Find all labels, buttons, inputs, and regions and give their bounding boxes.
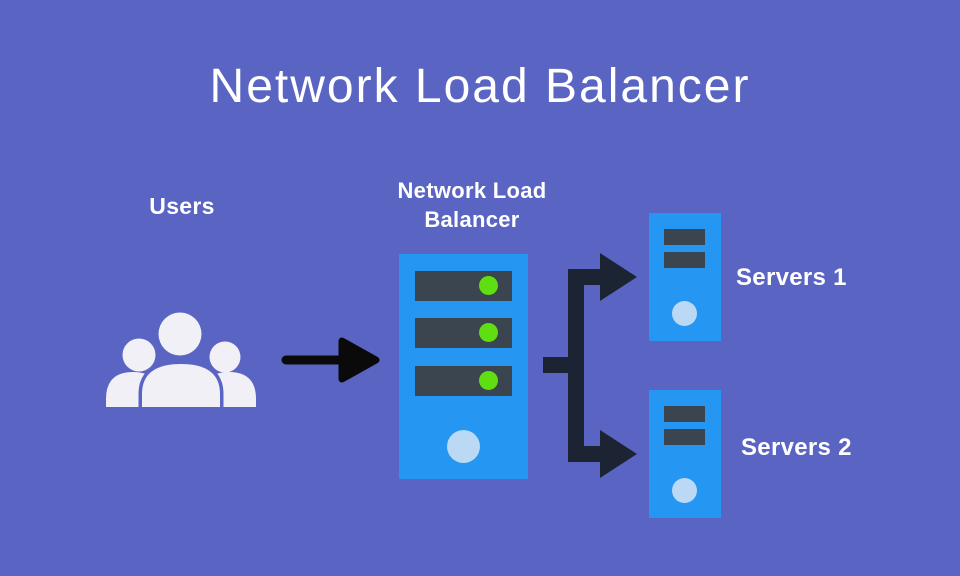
- load-balancer-label-line1: Network Load: [397, 178, 547, 203]
- load-balancer-label: Network Load Balancer: [382, 176, 562, 234]
- status-led-icon: [479, 276, 498, 295]
- load-balancer-label-line2: Balancer: [424, 207, 520, 232]
- server-slot: [664, 429, 705, 445]
- power-button-icon: [672, 478, 697, 503]
- server-slot: [664, 229, 705, 245]
- server-slot: [415, 271, 512, 301]
- page-title: Network Load Balancer: [209, 60, 751, 113]
- flow-arrow-icon: [281, 337, 380, 383]
- users-label: Users: [149, 193, 215, 219]
- server-slot: [415, 318, 512, 348]
- server-1-label: Servers 1: [736, 264, 847, 291]
- status-led-icon: [479, 323, 498, 342]
- server-slot: [415, 366, 512, 396]
- power-button-icon: [672, 301, 697, 326]
- server-2-label: Servers 2: [741, 434, 852, 461]
- server-slot: [664, 252, 705, 268]
- server-2-icon: [649, 390, 721, 518]
- server-1-icon: [649, 213, 721, 341]
- branch-arrow-icon: [543, 253, 637, 478]
- load-balancer-icon: [399, 254, 528, 479]
- power-button-icon: [447, 430, 480, 463]
- server-slot: [664, 406, 705, 422]
- status-led-icon: [479, 371, 498, 390]
- users-group-icon: [106, 309, 256, 411]
